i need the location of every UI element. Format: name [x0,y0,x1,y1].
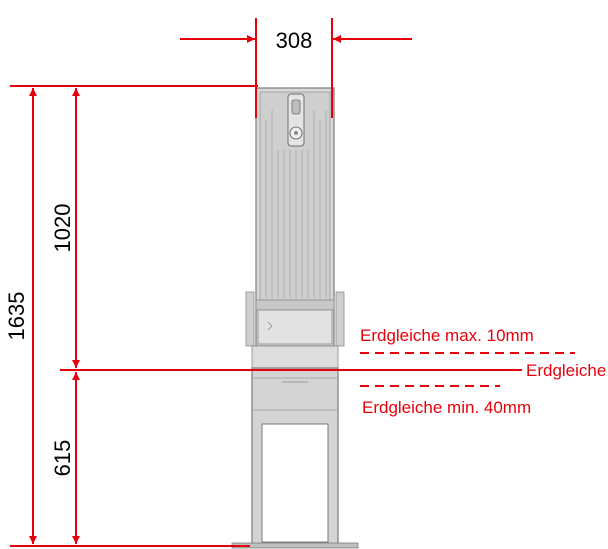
dimension-lines [10,18,575,547]
ground-collar [251,345,339,369]
foundation [231,367,359,549]
upper-housing [245,87,345,347]
width-dimension-label: 308 [276,28,313,53]
above-ground-height-label: 1020 [50,204,75,253]
ground-max-label: Erdgleiche max. 10mm [360,326,534,345]
cabinet [231,87,359,549]
total-height-label: 1635 [4,292,29,341]
ground-min-label: Erdgleiche min. 40mm [362,398,531,417]
below-ground-height-label: 615 [50,440,75,477]
ground-level-label: Erdgleiche [526,361,606,380]
